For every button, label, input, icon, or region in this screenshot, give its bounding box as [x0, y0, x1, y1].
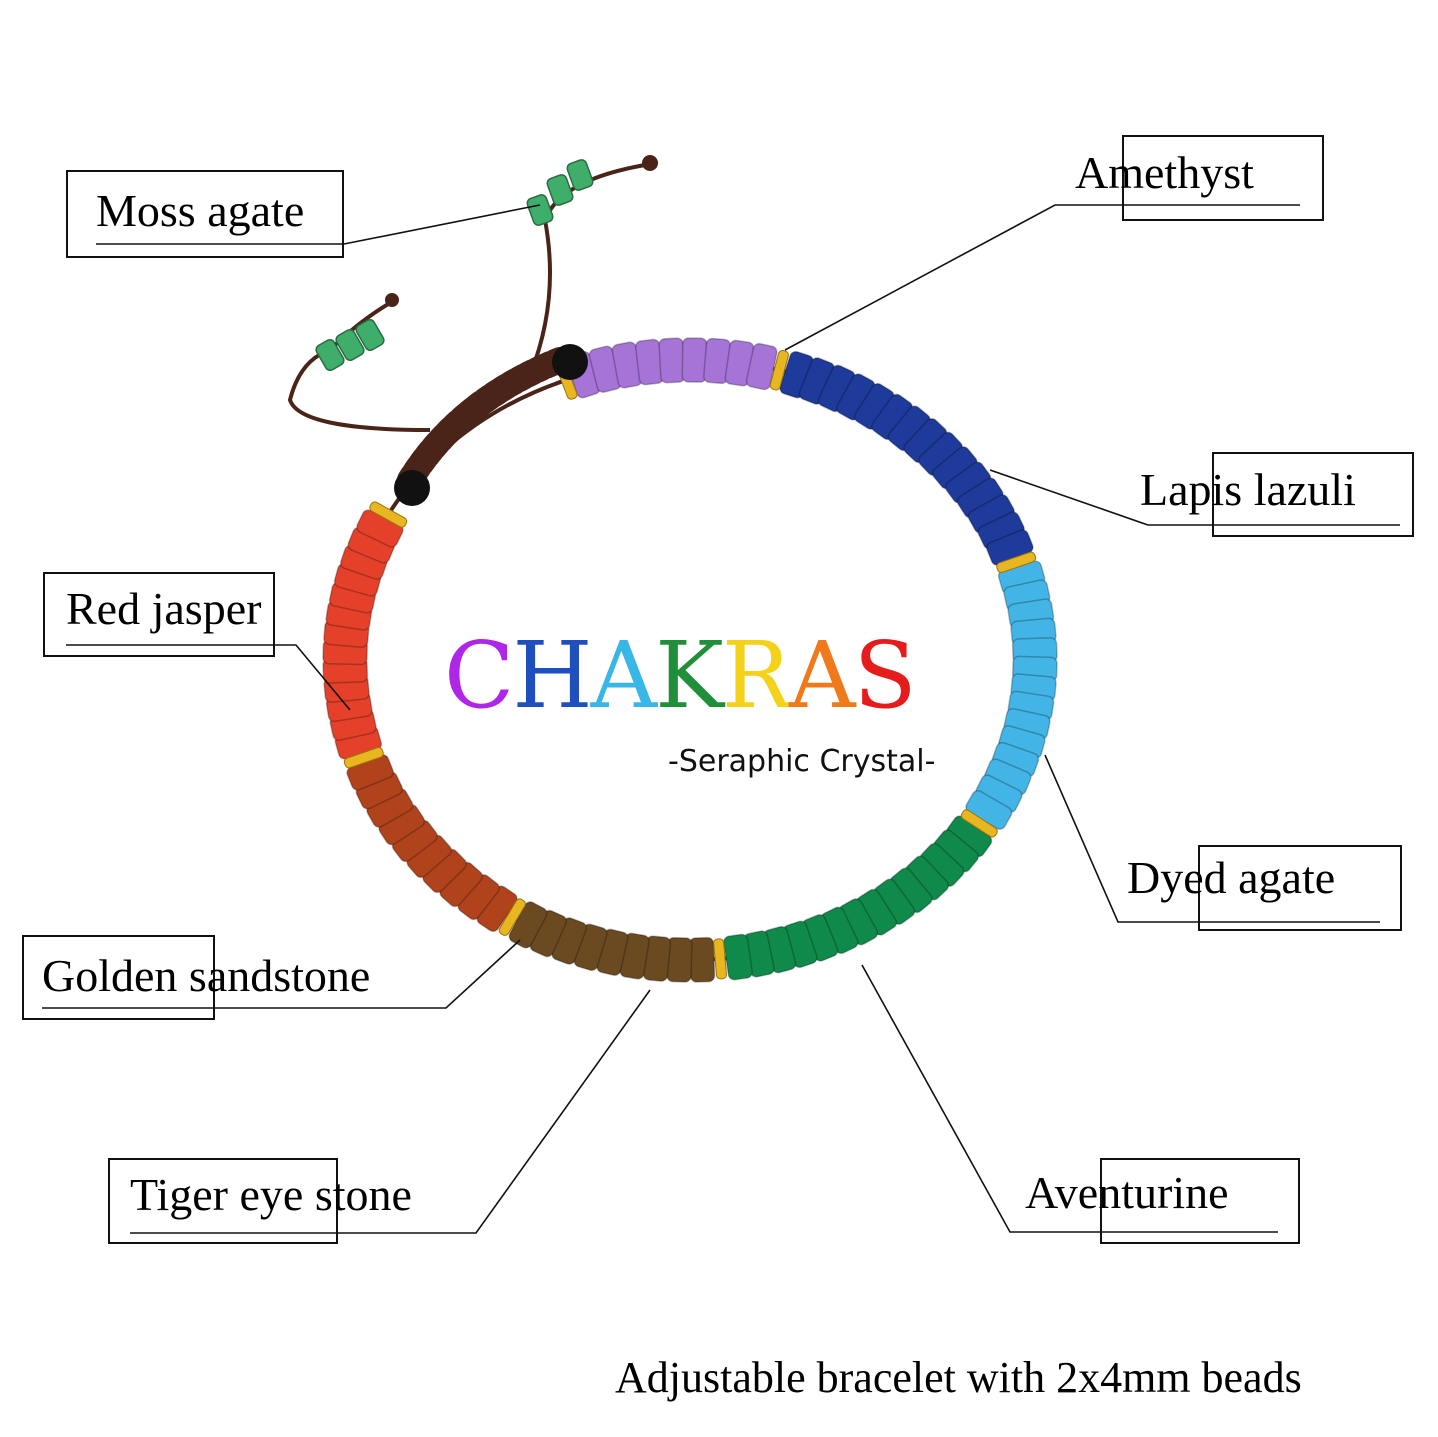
label-red-jasper: Red jasper [66, 583, 262, 634]
leader-lines [42, 204, 1400, 1234]
black-bead [552, 344, 588, 380]
leader-golden-sandstone [42, 939, 521, 1009]
label-box-lapis-lazuli [1212, 452, 1414, 537]
title-letter: A [789, 622, 855, 729]
gold-spacer-bead [769, 350, 789, 391]
label-amethyst: Amethyst [1075, 147, 1254, 198]
title-letter: C [444, 622, 514, 729]
leader-dyed-agate [1044, 754, 1380, 923]
label-box-dyed-agate [1198, 845, 1402, 931]
leader-amethyst [784, 204, 1300, 351]
label-box-moss-agate [66, 170, 344, 258]
gold-spacer-bead [996, 551, 1037, 573]
cord-end-knot [642, 155, 658, 171]
subtitle: -Seraphic Crystal- [668, 744, 936, 779]
moss-agate-bead [355, 318, 385, 352]
gold-spacer-bead [960, 809, 998, 838]
footer-caption: Adjustable bracelet with 2x4mm beads [615, 1353, 1302, 1402]
cord-tail [287, 298, 431, 432]
label-moss-agate: Moss agate [96, 185, 305, 236]
leader-red-jasper [66, 644, 351, 711]
leader-aventurine [861, 964, 1278, 1233]
bracelet [287, 155, 1058, 983]
tiger-eye-bead [688, 936, 716, 983]
moss-agate-bead [566, 159, 594, 191]
title-letter: H [512, 622, 592, 729]
label-box-tiger-eye-stone [108, 1158, 338, 1244]
moss-agate-bead [315, 338, 345, 372]
title-letter: S [853, 622, 917, 729]
label-box-red-jasper [43, 572, 275, 657]
amethyst-bead [745, 342, 778, 391]
label-tiger-eye-stone: Tiger eye stone [130, 1169, 412, 1220]
gold-spacer-bead [498, 898, 526, 936]
title-letter: A [590, 622, 657, 729]
label-box-aventurine [1100, 1158, 1300, 1244]
label-box-amethyst [1122, 135, 1324, 221]
black-bead [394, 470, 430, 506]
aventurine-bead [723, 933, 753, 981]
title-letter: K [655, 622, 724, 729]
leader-moss-agate [96, 204, 541, 245]
leader-tiger-eye-stone [130, 989, 651, 1234]
amethyst-bead [681, 337, 708, 383]
label-aventurine: Aventurine [1025, 1167, 1229, 1218]
page-title: CHAKRAS [444, 622, 917, 729]
gold-spacer-bead [713, 938, 727, 980]
label-dyed-agate: Dyed agate [1127, 852, 1336, 903]
cord-end-knot [385, 293, 399, 307]
label-box-golden-sandstone [22, 935, 215, 1020]
moss-agate-bead [546, 174, 574, 206]
amethyst-bead [658, 337, 686, 384]
moss-agate-bead [335, 328, 365, 362]
title-letter: R [721, 622, 791, 729]
moss-agate-bead [526, 194, 554, 226]
label-golden-sandstone: Golden sandstone [42, 950, 371, 1001]
leader-lapis-lazuli [989, 469, 1400, 526]
macrame-knot [397, 347, 573, 493]
gold-spacer-bead [369, 501, 408, 528]
label-lapis-lazuli: Lapis lazuli [1140, 464, 1356, 515]
gold-spacer-bead [343, 747, 384, 769]
